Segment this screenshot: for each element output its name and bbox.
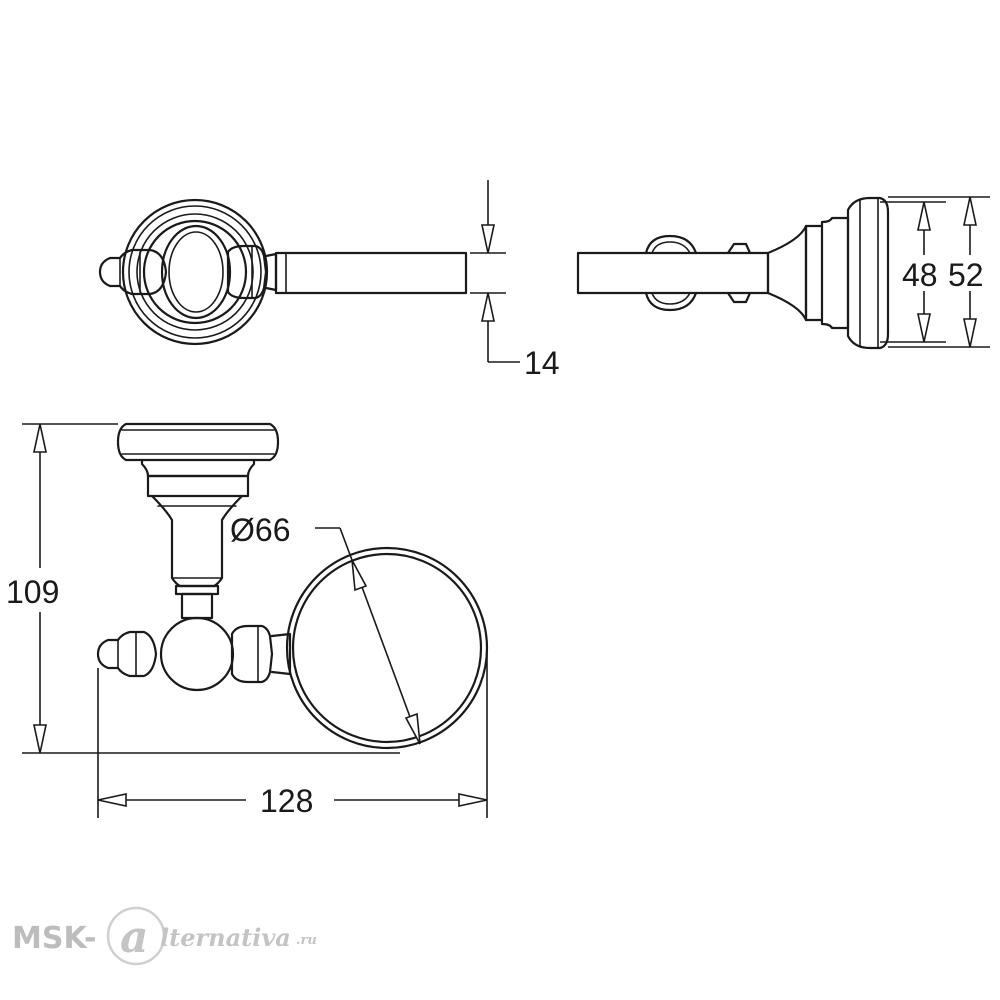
side-view (576, 196, 890, 350)
watermark-prefix: MSK- (12, 921, 97, 956)
dimension-thickness: 14 (470, 180, 560, 381)
dimension-heights: 48 52 (880, 196, 992, 348)
dimension-total-height: 109 (6, 423, 400, 754)
inner-height-label: 48 (902, 257, 938, 293)
dimension-diameter: Ø66 (230, 512, 421, 745)
outer-height-label: 52 (948, 257, 984, 293)
watermark-logo: MSK- a lternativa .ru (12, 906, 317, 966)
diameter-label: Ø66 (230, 512, 290, 548)
front-view (96, 422, 489, 750)
top-view (98, 198, 468, 346)
thickness-label: 14 (524, 345, 560, 381)
watermark-tld: .ru (296, 933, 317, 948)
watermark-suffix: lternativa (160, 923, 291, 952)
total-width-label: 128 (260, 783, 313, 819)
watermark-letter: a (120, 912, 149, 963)
total-height-label: 109 (6, 574, 59, 610)
dimension-total-width: 128 (97, 648, 488, 819)
